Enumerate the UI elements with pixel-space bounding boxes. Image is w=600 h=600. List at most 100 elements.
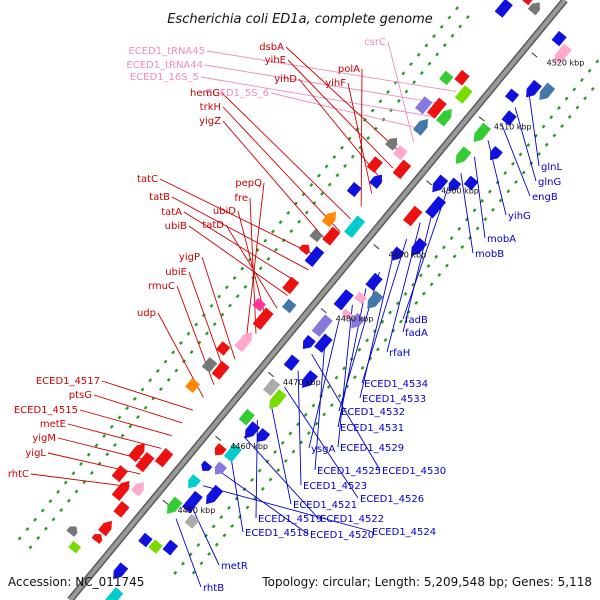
label-connector: [222, 120, 330, 245]
label-connector: [311, 353, 381, 471]
gene-feature-reverse: [425, 195, 447, 219]
tick-dot: [171, 350, 176, 355]
gene-feature-forward: [111, 480, 130, 501]
label-connector: [243, 436, 319, 519]
tick-dot: [232, 275, 237, 280]
gene-feature-forward: [185, 378, 200, 393]
tick-dot: [33, 517, 38, 522]
tick-dot: [163, 359, 168, 364]
gene-feature-forward: [298, 244, 310, 256]
gene-feature-forward: [309, 228, 323, 243]
label-connector: [387, 41, 415, 143]
gene-label-group: ECED1_tRNA45ECED1_tRNA44ECED1_16S_5ECED1…: [8, 37, 563, 594]
gene-label: fadA: [405, 328, 428, 339]
tick-dot: [537, 152, 541, 157]
tick-dot: [403, 291, 408, 296]
gene-label: glnG: [538, 177, 561, 188]
tick-dot: [322, 412, 327, 417]
tick-dot: [94, 443, 99, 448]
tick-dot: [441, 245, 446, 250]
gene-label: ECED1_4532: [341, 407, 405, 418]
tick-dot: [189, 349, 194, 354]
tick-dot: [409, 62, 413, 67]
tick-dot: [329, 403, 334, 408]
gene-feature-reverse: [214, 443, 227, 456]
label-connector: [474, 156, 486, 239]
tick-dot: [166, 377, 171, 382]
kbp-tick-label: 4500 kbp: [441, 187, 479, 196]
gene-feature-reverse: [269, 389, 287, 409]
tick-dot: [544, 142, 549, 147]
tick-dot: [245, 505, 250, 510]
tick-dot: [105, 452, 110, 457]
label-connector: [402, 206, 435, 333]
gene-label: ECED1_4529: [340, 443, 404, 454]
tick-dot: [140, 387, 145, 392]
tick-dot: [389, 108, 394, 113]
gene-label: csrC: [364, 37, 386, 48]
tick-dot: [40, 508, 45, 513]
gene-label: rhtB: [203, 583, 224, 594]
label-connector: [206, 50, 456, 92]
backbone-inner: [68, 0, 567, 600]
gene-feature-forward: [201, 356, 218, 373]
label-connector: [30, 473, 130, 488]
tick-dot: [314, 421, 319, 426]
tick-dot: [564, 96, 569, 101]
gene-label: metE: [40, 419, 66, 430]
label-connector: [201, 256, 236, 360]
tick-dot: [63, 480, 68, 485]
tick-dot: [235, 294, 240, 299]
tick-dot: [43, 526, 48, 531]
tick-dot: [388, 310, 393, 315]
tick-dot: [312, 201, 317, 206]
gene-feature-reverse: [391, 246, 405, 261]
gene-label: yihF: [325, 78, 346, 89]
tick-dot: [311, 403, 316, 408]
gene-feature-forward: [282, 276, 300, 295]
gene-label: yigL: [25, 448, 46, 459]
gene-label: ECED1_16S_5: [130, 72, 199, 83]
tick-dot: [214, 542, 219, 547]
tick-dot: [125, 406, 130, 411]
genome-backbone: [67, 0, 568, 600]
kbp-tick-label: 4510 kbp: [494, 123, 532, 132]
gene-feature-reverse: [489, 145, 503, 161]
gene-feature-forward: [520, 0, 535, 6]
gene-feature-reverse: [206, 484, 224, 505]
tick-dot: [297, 219, 302, 224]
tick-dot: [89, 470, 94, 475]
tick-dot: [56, 489, 61, 494]
gene-feature-forward: [66, 526, 78, 537]
tick-dot: [514, 179, 518, 184]
gene-feature-forward: [111, 465, 129, 483]
tick-dot: [416, 52, 421, 57]
tick-dot: [303, 412, 308, 417]
tick-dot: [86, 452, 91, 457]
gene-feature-forward: [369, 174, 383, 189]
gene-feature-forward: [252, 298, 266, 312]
gene-feature-reverse: [354, 291, 368, 305]
tick-dot: [51, 517, 56, 522]
label-connector: [285, 46, 404, 156]
tick-dot: [309, 182, 314, 187]
tick-dot: [278, 220, 283, 225]
label-connector: [314, 337, 326, 471]
tick-dot: [457, 226, 462, 231]
gene-label: ECED1_tRNA45: [128, 46, 205, 57]
label-connector: [284, 386, 359, 499]
tick-dot: [350, 154, 355, 159]
gene-label: ECED1_5S_6: [206, 88, 269, 99]
tick-dot: [412, 80, 417, 85]
gene-label: ubiB: [165, 221, 187, 232]
tick-dot: [48, 499, 53, 504]
tick-dot: [595, 59, 600, 64]
tick-dot: [575, 105, 580, 110]
gene-label: yigZ: [199, 116, 221, 127]
gene-feature-forward: [439, 70, 454, 86]
tick-dot: [228, 303, 232, 308]
tick-dot: [66, 498, 71, 503]
tick-dot: [59, 508, 64, 513]
gene-feature-reverse: [302, 334, 316, 350]
tick-dot: [265, 459, 270, 464]
